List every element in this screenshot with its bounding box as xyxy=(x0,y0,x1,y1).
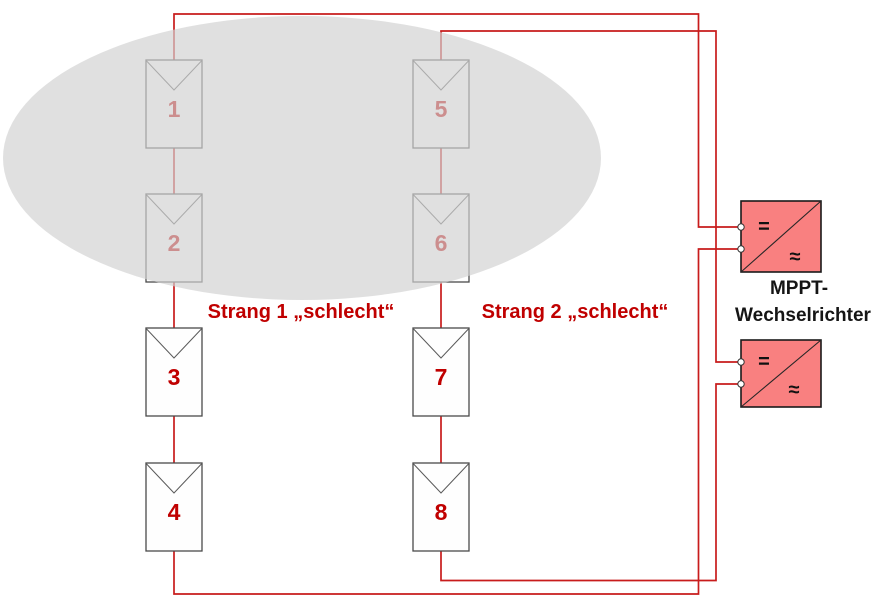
module-body xyxy=(145,327,203,417)
dc-symbol: = xyxy=(758,216,770,238)
mppt-inverter-1: = ≈ xyxy=(737,200,822,273)
inverter-caption-line-1: MPPT- xyxy=(770,278,828,299)
module-chevron-icon xyxy=(413,328,469,359)
pv-module-3: 3 xyxy=(145,327,203,417)
inverter-diagonal xyxy=(740,200,822,273)
module-number: 4 xyxy=(168,499,181,525)
dc-terminal-minus xyxy=(737,245,745,253)
module-chevron-icon xyxy=(413,463,469,494)
string-2-label: Strang 2 „schlecht“ xyxy=(482,301,669,323)
mppt-inverter-2: = ≈ xyxy=(737,339,822,408)
dc-terminal-minus xyxy=(737,380,745,388)
shading-ellipse xyxy=(3,16,601,300)
module-body xyxy=(145,462,203,552)
module-body xyxy=(412,327,470,417)
dc-terminal-plus xyxy=(737,223,745,231)
ac-symbol: ≈ xyxy=(790,246,801,268)
module-number: 8 xyxy=(435,499,448,525)
dc-symbol: = xyxy=(758,351,770,373)
string-1-return-wire xyxy=(173,248,738,595)
string-2-return-wire xyxy=(440,383,738,582)
pv-module-7: 7 xyxy=(412,327,470,417)
module-chevron-icon xyxy=(146,328,202,359)
inverter-caption-line-2: Wechselrichter xyxy=(735,305,871,326)
pv-module-4: 4 xyxy=(145,462,203,552)
module-body xyxy=(412,462,470,552)
module-number: 7 xyxy=(435,364,448,390)
string-1-feed-wire xyxy=(173,13,738,228)
module-chevron-icon xyxy=(146,463,202,494)
inverter-diagonal xyxy=(740,339,822,408)
dc-terminal-plus xyxy=(737,358,745,366)
ac-symbol: ≈ xyxy=(789,379,800,401)
string-1-label: Strang 1 „schlecht“ xyxy=(208,301,395,323)
module-number: 3 xyxy=(168,364,181,390)
pv-module-8: 8 xyxy=(412,462,470,552)
